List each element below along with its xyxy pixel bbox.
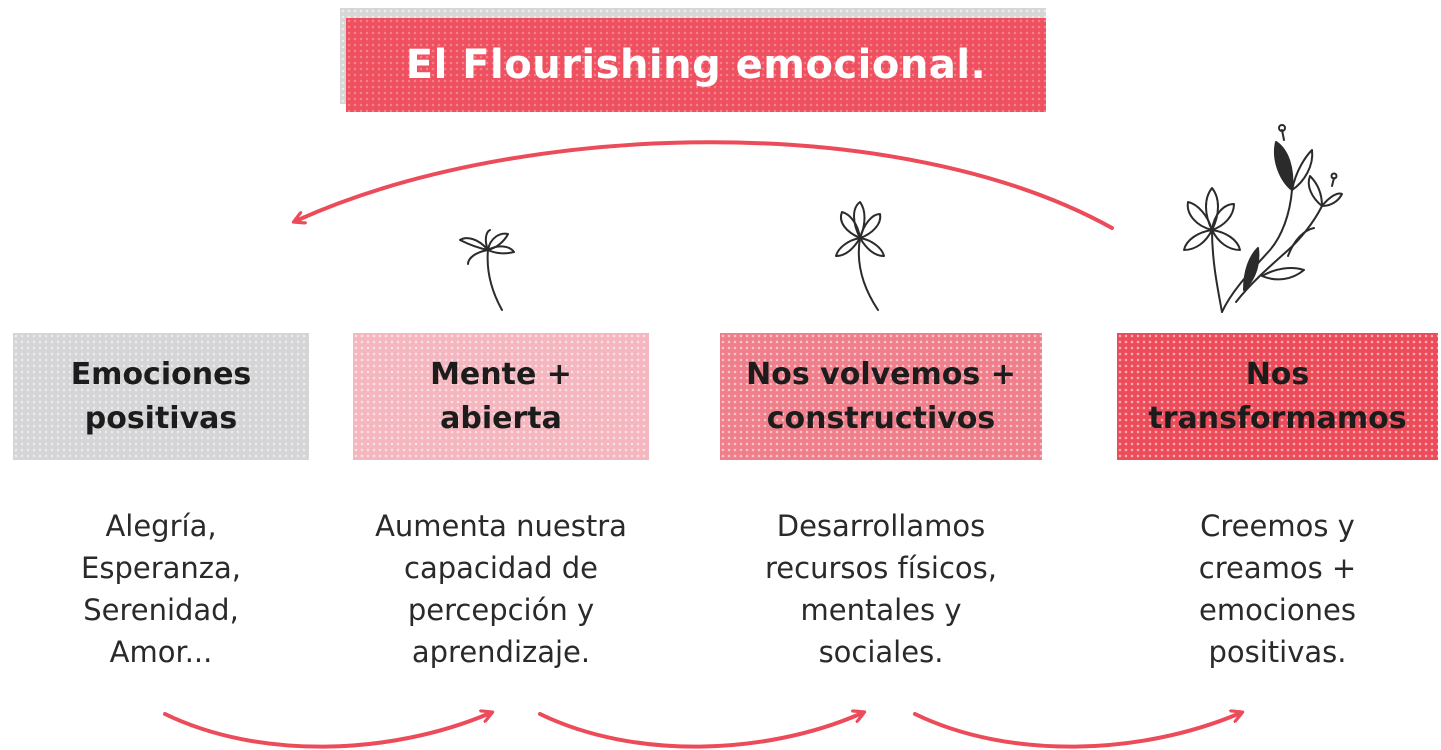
stage-label: Nos volvemos + constructivos <box>746 356 1016 436</box>
stage-description: Creemos y creamos + emociones positivas. <box>1198 509 1357 669</box>
small-flower-icon <box>459 229 515 311</box>
stage-description: Aumenta nuestra capacidad de percepción … <box>375 509 627 669</box>
stage-description: Alegría, Esperanza, Serenidad, Amor... <box>81 509 241 669</box>
stage-label: Nos transformamos <box>1148 356 1407 436</box>
progress-arrow-1 <box>163 714 488 749</box>
progress-arrow-3 <box>913 714 1238 749</box>
stage-description: Desarrollamos recursos físicos, mentales… <box>765 509 997 669</box>
title-banner: El Flourishing emocional. <box>340 8 1052 112</box>
progress-arrow-2 <box>538 714 860 749</box>
flower-bouquet-icon <box>1183 124 1343 313</box>
stage-box-constructivos: Nos volvemos + constructivos <box>720 333 1042 460</box>
diagram-title: El Flourishing emocional. <box>405 42 987 88</box>
medium-flower-icon <box>835 201 885 311</box>
stage-box-transformamos: Nos transformamos <box>1117 333 1438 460</box>
feedback-loop-arrow <box>298 140 1114 230</box>
stage-label: Mente + abierta <box>430 356 572 436</box>
stage-box-mente-abierta: Mente + abierta <box>353 333 649 460</box>
title-box: El Flourishing emocional. <box>346 18 1046 112</box>
stage-label: Emociones positivas <box>70 356 252 436</box>
stage-box-emociones-positivas: Emociones positivas <box>13 333 309 460</box>
